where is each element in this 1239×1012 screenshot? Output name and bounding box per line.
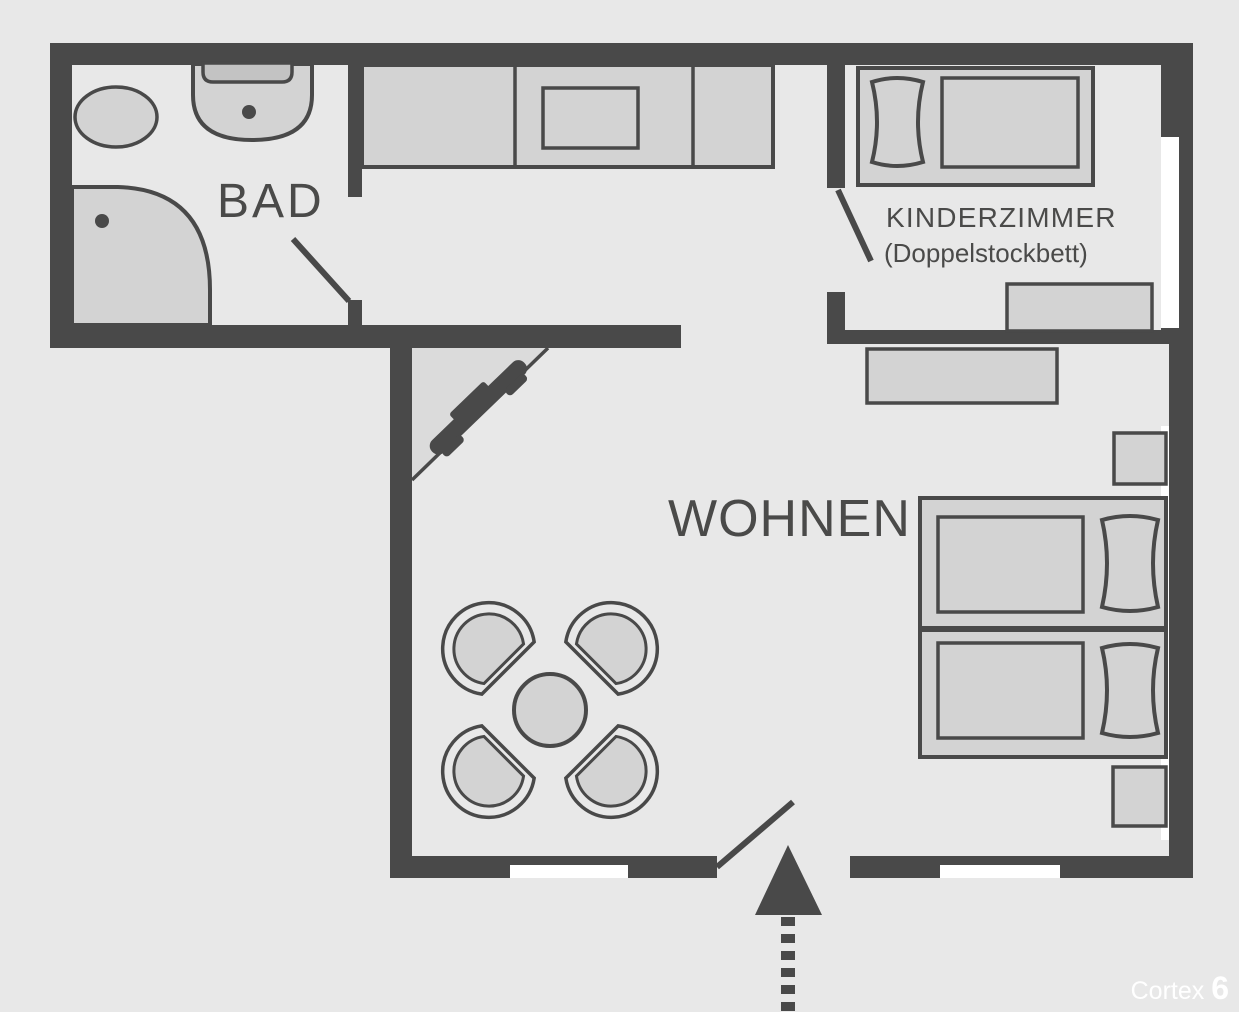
window-bottom-right bbox=[940, 865, 1060, 878]
shower-drain-dot bbox=[95, 214, 109, 228]
bottom-wall-segment-1 bbox=[390, 856, 510, 878]
bed-2-pillow bbox=[1099, 642, 1161, 739]
bottom-wall-segment-4 bbox=[1060, 856, 1193, 878]
chair-seat bbox=[574, 612, 648, 686]
bathroom-partition-upper bbox=[348, 65, 362, 197]
room-label-living: WOHNEN bbox=[668, 490, 911, 548]
chair-se bbox=[563, 723, 660, 820]
outer-wall-top bbox=[50, 43, 1193, 65]
toilet-flush-dot bbox=[242, 105, 256, 119]
bottom-wall-segment-2 bbox=[628, 856, 717, 878]
shower bbox=[70, 185, 212, 327]
chair-nw bbox=[440, 600, 537, 697]
kidsroom-partition-upper bbox=[827, 65, 845, 188]
chair-seat bbox=[452, 612, 526, 686]
bathroom-bottom-wall bbox=[50, 325, 412, 348]
kids-bed-mattress bbox=[940, 76, 1080, 169]
bathroom-partition-stub bbox=[348, 300, 362, 325]
sink bbox=[73, 85, 159, 149]
room-label-kidsroom: KINDERZIMMER bbox=[886, 202, 1117, 233]
outer-wall-left bbox=[50, 43, 72, 348]
window-right-upper bbox=[1161, 137, 1179, 328]
tv-foot-left bbox=[442, 435, 464, 457]
kids-dresser bbox=[1005, 282, 1154, 333]
tv-corner bbox=[410, 346, 550, 482]
walls bbox=[50, 43, 1193, 878]
nightstand-top bbox=[1112, 431, 1168, 486]
room-label-bathroom: BAD bbox=[217, 175, 325, 228]
bed-1-pillow bbox=[1099, 514, 1161, 613]
bathroom bbox=[70, 61, 352, 327]
chair-seat bbox=[574, 734, 648, 808]
nightstand-bottom bbox=[1111, 765, 1168, 828]
living-room bbox=[440, 347, 1168, 828]
entry-arrow bbox=[755, 845, 822, 915]
tv-mount bbox=[450, 382, 490, 421]
entry-door-leaf bbox=[715, 799, 795, 870]
kids-room bbox=[835, 66, 1154, 333]
brand-name: Cortex bbox=[1131, 977, 1212, 1005]
bed-2-mattress bbox=[936, 641, 1085, 740]
kidsroom-partition-lower bbox=[827, 292, 845, 330]
dining-set bbox=[440, 600, 660, 820]
bottom-window-right-sill bbox=[940, 856, 1060, 865]
chair-seat bbox=[452, 734, 526, 808]
chair-sw bbox=[440, 723, 537, 820]
bathroom-door-leaf bbox=[290, 236, 352, 304]
tv-body bbox=[429, 360, 527, 455]
entrance bbox=[715, 799, 822, 1012]
kidsroom-door-leaf bbox=[835, 188, 874, 263]
bottom-window-left-sill bbox=[510, 856, 628, 865]
brand-number: 6 bbox=[1211, 970, 1229, 1006]
toilet-tank bbox=[201, 61, 294, 84]
bottom-wall-segment-3 bbox=[850, 856, 940, 878]
room-label-kidsroom-note: (Doppelstockbett) bbox=[884, 238, 1088, 268]
kids-bed-pillow bbox=[869, 76, 926, 168]
sideboard bbox=[865, 347, 1059, 405]
living-left-wall bbox=[390, 325, 412, 878]
tv-foot-right bbox=[505, 374, 528, 396]
kidsroom-bottom-wall bbox=[827, 330, 1193, 344]
cooktop bbox=[541, 86, 640, 150]
chair-ne bbox=[563, 600, 660, 697]
kitchenette bbox=[360, 63, 775, 169]
corner-tv bbox=[429, 360, 528, 457]
window-bottom-left bbox=[510, 865, 628, 878]
entry-hall-wall bbox=[412, 325, 681, 348]
dining-table bbox=[512, 672, 588, 748]
right-wall-lower bbox=[1169, 330, 1193, 878]
brand-watermark: Cortex 6 bbox=[1131, 970, 1229, 1006]
bed-1-mattress bbox=[936, 515, 1085, 614]
